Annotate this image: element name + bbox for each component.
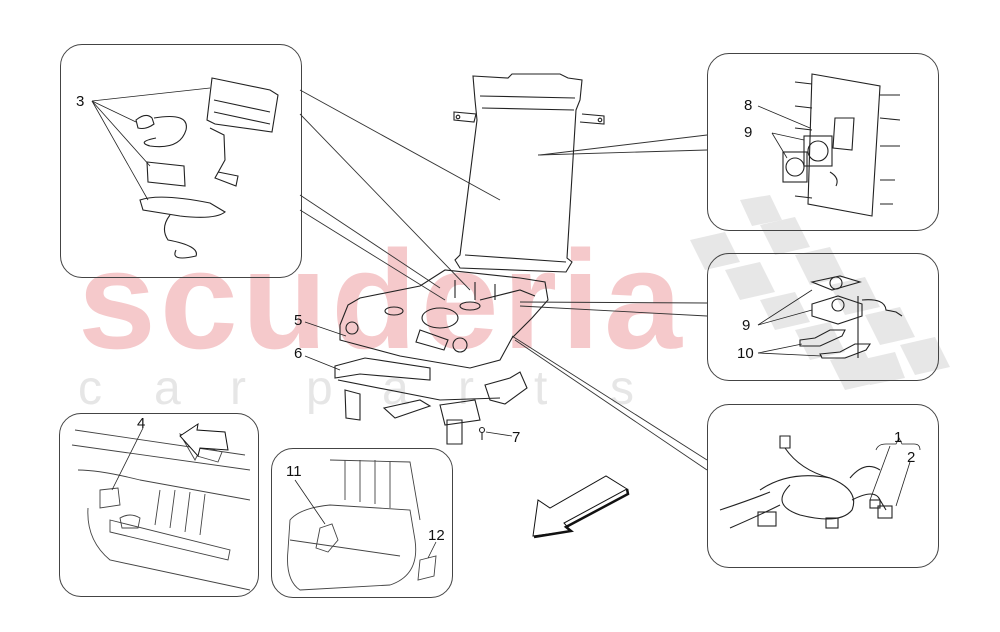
panel-door-switch — [59, 413, 259, 597]
callout-10: 10 — [737, 345, 754, 362]
heating-pads — [135, 77, 279, 259]
leader-lines — [299, 89, 708, 471]
callout-3: 3 — [76, 93, 85, 110]
callout-4: 4 — [137, 415, 146, 432]
callout-7: 7 — [512, 429, 521, 446]
seat-cushion-art — [287, 459, 437, 591]
backrest-frame — [453, 73, 605, 273]
direction-arrow-door — [179, 422, 229, 458]
callout-11: 11 — [286, 463, 302, 480]
ventilation-plate — [782, 73, 901, 217]
direction-arrow-main — [532, 475, 630, 539]
wiring-harness — [719, 435, 893, 529]
callout-2: 2 — [907, 449, 916, 466]
callout-1: 1 — [894, 429, 903, 446]
panel-ventilation-cushion — [707, 253, 939, 381]
callout-9-backrest: 9 — [744, 124, 753, 141]
callout-6: 6 — [294, 345, 303, 362]
callout-5: 5 — [294, 312, 303, 329]
callout-9-cushion: 9 — [742, 317, 751, 334]
panel-ventilation-backrest — [707, 53, 939, 231]
callout-12: 12 — [428, 527, 445, 544]
panel-heating-elements — [60, 44, 302, 278]
door-panel-art — [71, 429, 251, 591]
panel-wiring-harness — [707, 404, 939, 568]
seat-rails — [334, 357, 528, 445]
seat-pan — [339, 269, 549, 369]
cushion-fans — [799, 275, 903, 359]
callout-8: 8 — [744, 97, 753, 114]
callout-leaders — [91, 87, 921, 559]
panel-seat-brackets — [271, 448, 453, 598]
